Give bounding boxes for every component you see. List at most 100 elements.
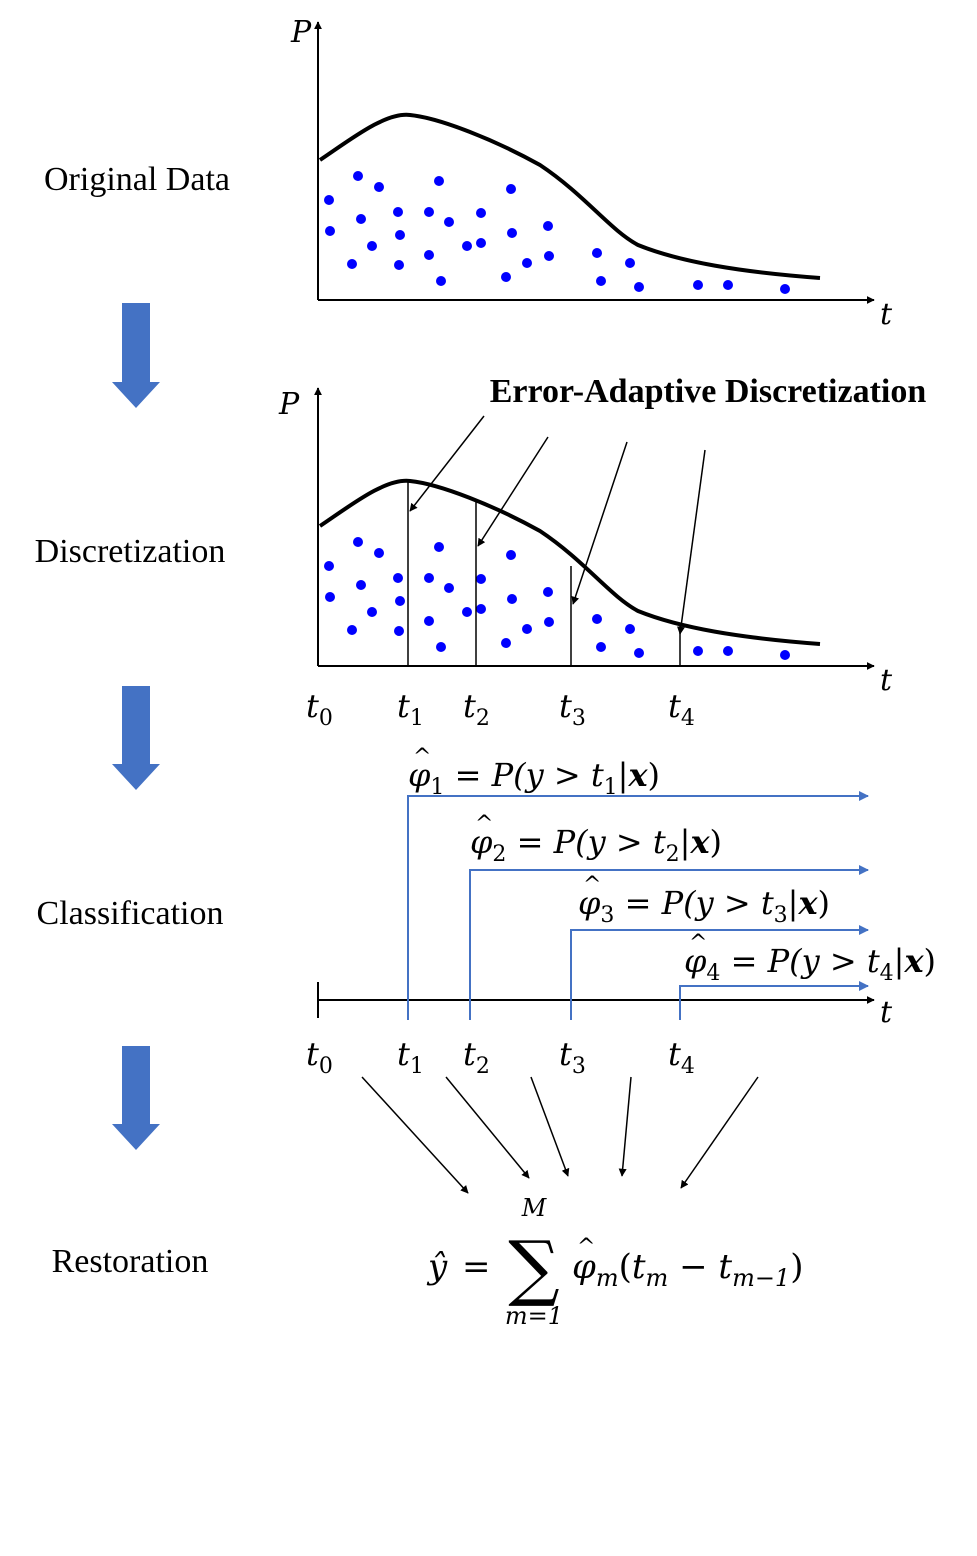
svg-text:t2: t2 bbox=[463, 687, 490, 731]
restoration-arrows bbox=[361, 1076, 759, 1194]
svg-text:t0: t0 bbox=[306, 687, 333, 731]
tick-label-t1: t1 bbox=[397, 687, 424, 731]
classifier-line-2 bbox=[469, 865, 869, 1020]
classifier-equation-3: φ3 = P(y > t3|x) ^ bbox=[578, 873, 830, 928]
stage-label-restoration: Restoration bbox=[52, 1243, 209, 1280]
svg-text:φ2 = P(y > t2|x): φ2 = P(y > t2|x) bbox=[470, 823, 722, 867]
tick-label-t2: t2 bbox=[463, 687, 490, 731]
data-point bbox=[353, 171, 363, 181]
classification-panel: t φ1 = P(y > t1|x) ^ φ2 = P(y > t2|x) ^ … bbox=[306, 745, 936, 1079]
data-point bbox=[324, 561, 334, 571]
sum-symbol: ∑ bbox=[508, 1225, 559, 1309]
data-point bbox=[436, 642, 446, 652]
data-point bbox=[634, 648, 644, 658]
converge-arrow bbox=[618, 1076, 632, 1177]
data-point bbox=[444, 217, 454, 227]
data-point bbox=[592, 614, 602, 624]
data-point bbox=[374, 548, 384, 558]
pointer-arrow-t1 bbox=[409, 415, 485, 512]
data-point bbox=[780, 650, 790, 660]
data-point bbox=[625, 624, 635, 634]
converge-arrow bbox=[445, 1076, 530, 1179]
data-point bbox=[723, 646, 733, 656]
data-point bbox=[356, 580, 366, 590]
x-axis-label: t bbox=[880, 297, 893, 332]
data-point bbox=[476, 574, 486, 584]
data-point bbox=[625, 258, 635, 268]
x-axis-label: t bbox=[880, 995, 893, 1030]
data-point bbox=[424, 250, 434, 260]
data-point bbox=[596, 642, 606, 652]
svg-text:φ1 = P(y > t1|x): φ1 = P(y > t1|x) bbox=[408, 756, 660, 800]
data-point bbox=[507, 594, 517, 604]
data-point bbox=[424, 573, 434, 583]
original-data-plot: P t bbox=[290, 15, 893, 332]
data-point bbox=[596, 276, 606, 286]
data-point bbox=[543, 221, 553, 231]
tick-label-t4: t4 bbox=[668, 687, 695, 731]
data-point bbox=[325, 226, 335, 236]
svg-text:^: ^ bbox=[413, 745, 431, 770]
tick-label-t4: t4 bbox=[668, 1035, 695, 1079]
y-axis-label: P bbox=[278, 387, 300, 422]
data-point bbox=[780, 284, 790, 294]
pointer-arrow-t2 bbox=[477, 436, 549, 547]
tick-label-t3: t3 bbox=[559, 1035, 586, 1079]
data-point bbox=[476, 238, 486, 248]
data-point bbox=[393, 207, 403, 217]
data-point bbox=[394, 626, 404, 636]
y-axis-label: P bbox=[290, 15, 312, 50]
data-point bbox=[347, 625, 357, 635]
data-points bbox=[324, 171, 790, 294]
data-point bbox=[476, 604, 486, 614]
svg-text:t4: t4 bbox=[668, 1035, 695, 1079]
sum-lower-limit: m=1 bbox=[505, 1302, 563, 1330]
data-point bbox=[374, 182, 384, 192]
data-point bbox=[543, 587, 553, 597]
data-point bbox=[476, 208, 486, 218]
formula-summand: φm(tm − tm−1) bbox=[572, 1247, 803, 1292]
data-point bbox=[434, 176, 444, 186]
data-point bbox=[367, 607, 377, 617]
restoration-formula: ŷ = M ∑ m=1 φm(tm − tm−1) ^ bbox=[426, 1194, 803, 1330]
data-point bbox=[325, 592, 335, 602]
tick-label-t0: t0 bbox=[306, 687, 333, 731]
data-point bbox=[356, 214, 366, 224]
data-point bbox=[394, 260, 404, 270]
data-point bbox=[522, 624, 532, 634]
data-point bbox=[424, 616, 434, 626]
svg-text:^: ^ bbox=[583, 873, 601, 898]
classifier-line-3 bbox=[570, 925, 869, 1020]
data-point bbox=[544, 617, 554, 627]
classifier-equation-1: φ1 = P(y > t1|x) ^ bbox=[408, 745, 660, 800]
svg-text:φ4 = P(y > t4|x): φ4 = P(y > t4|x) bbox=[684, 942, 936, 986]
data-point bbox=[462, 241, 472, 251]
formula-hat: ^ bbox=[577, 1235, 595, 1260]
data-point bbox=[592, 248, 602, 258]
data-point bbox=[367, 241, 377, 251]
data-point bbox=[693, 280, 703, 290]
data-point bbox=[501, 638, 511, 648]
data-point bbox=[347, 259, 357, 269]
data-point bbox=[393, 573, 403, 583]
formula-equals: = bbox=[462, 1247, 491, 1287]
data-point bbox=[507, 228, 517, 238]
svg-text:t1: t1 bbox=[397, 687, 424, 731]
svg-text:^: ^ bbox=[475, 812, 493, 837]
data-point bbox=[693, 646, 703, 656]
stage-label-classification: Classification bbox=[37, 895, 224, 932]
data-point bbox=[434, 542, 444, 552]
down-arrow-icon bbox=[112, 1046, 160, 1150]
classifier-line-4 bbox=[679, 981, 869, 1020]
data-point bbox=[424, 207, 434, 217]
converge-arrow bbox=[361, 1076, 469, 1194]
data-point bbox=[324, 195, 334, 205]
formula-lhs: ŷ bbox=[426, 1247, 448, 1287]
svg-text:^: ^ bbox=[689, 931, 707, 956]
discretization-plot: P t Error-Adaptive Discretization t0 t1 … bbox=[278, 373, 926, 731]
pointer-arrow-t4 bbox=[677, 449, 706, 635]
data-point bbox=[353, 537, 363, 547]
converge-arrow bbox=[680, 1076, 759, 1189]
down-arrow-icon bbox=[112, 303, 160, 408]
